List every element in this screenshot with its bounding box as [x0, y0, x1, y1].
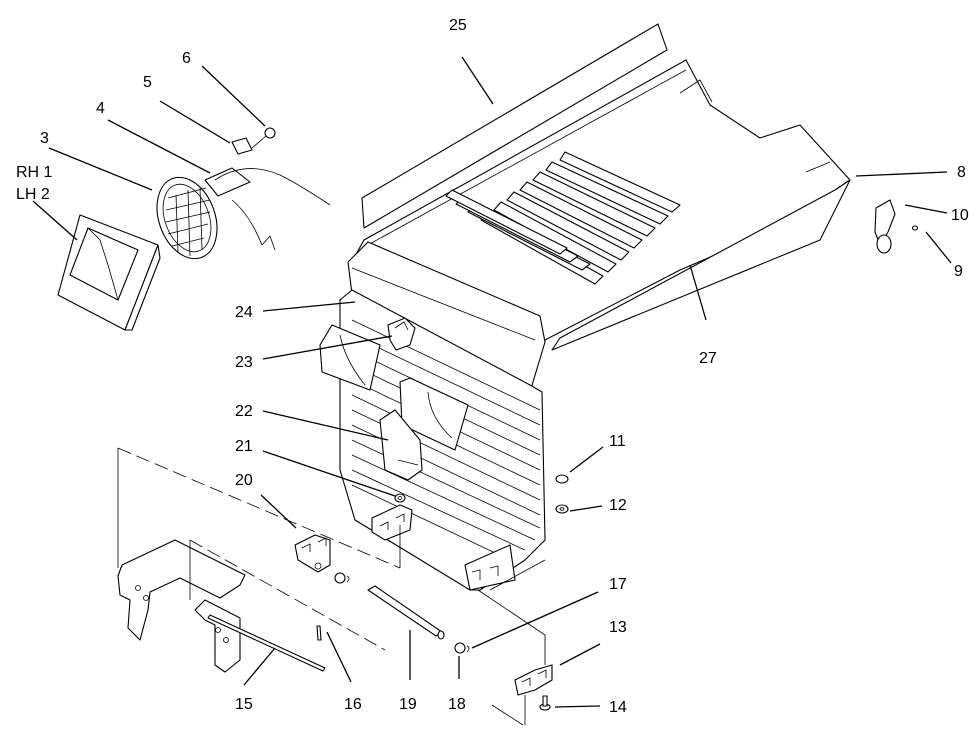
callout-10: 10: [951, 207, 969, 224]
washer-part-18: [454, 642, 470, 654]
callout-27: 27: [699, 350, 717, 367]
wiring-part: [214, 168, 331, 251]
trim-strip-part: [361, 23, 668, 229]
callout-lh2: LH 2: [16, 186, 50, 203]
callout-24: 24: [235, 304, 253, 321]
bracket-part-5: [231, 137, 253, 155]
callout-rh1: RH 1: [16, 164, 53, 181]
callout-12: 12: [609, 497, 627, 514]
callout-17: 17: [609, 576, 627, 593]
pivot-rod-part: [367, 585, 445, 640]
assembly-lines: [117, 447, 546, 726]
callout-16: 16: [344, 696, 362, 713]
headlight-bezel-part: [57, 214, 161, 331]
hood-vents: [445, 151, 681, 285]
callout-14: 14: [609, 699, 627, 716]
pin-part-16: [316, 625, 322, 641]
callout-20: 20: [235, 472, 253, 489]
callout-18: 18: [448, 696, 466, 713]
bracket-part-13: [514, 664, 553, 696]
bracket-part-20: [294, 534, 331, 573]
callout-6: 6: [182, 50, 191, 67]
leader-lines: [32, 56, 952, 708]
nut-part-11: [555, 474, 569, 484]
pin-rod-part: [207, 614, 326, 672]
callout-13: 13: [609, 619, 627, 636]
callout-21: 21: [235, 438, 253, 455]
emblem-part: [387, 317, 416, 351]
screw-part-6: [251, 127, 276, 149]
callout-23: 23: [235, 354, 253, 371]
headlight-part: [156, 167, 251, 260]
callout-3: 3: [40, 130, 49, 147]
callout-9: 9: [954, 263, 963, 280]
hood-latch-part: [874, 199, 919, 254]
callout-22: 22: [235, 403, 253, 420]
washer-part-12: [555, 504, 569, 514]
callout-5: 5: [143, 74, 152, 91]
callout-8: 8: [957, 164, 966, 181]
callout-19: 19: [399, 696, 417, 713]
mount-bracket-part: [117, 539, 246, 673]
callout-25: 25: [449, 17, 467, 34]
callout-labels: 25 6 5 4 3 RH 1 LH 2 8 10 9 24 27 23 22 …: [16, 17, 969, 716]
washer-part-upper: [334, 572, 350, 584]
hood-shell-part: [349, 59, 851, 351]
screw-part-14: [539, 695, 551, 711]
latch-bracket-part: [371, 504, 413, 541]
callout-15: 15: [235, 696, 253, 713]
callout-4: 4: [96, 100, 105, 117]
latch-part: [379, 409, 423, 481]
nut-part-21: [394, 493, 406, 503]
callout-11: 11: [609, 433, 626, 450]
